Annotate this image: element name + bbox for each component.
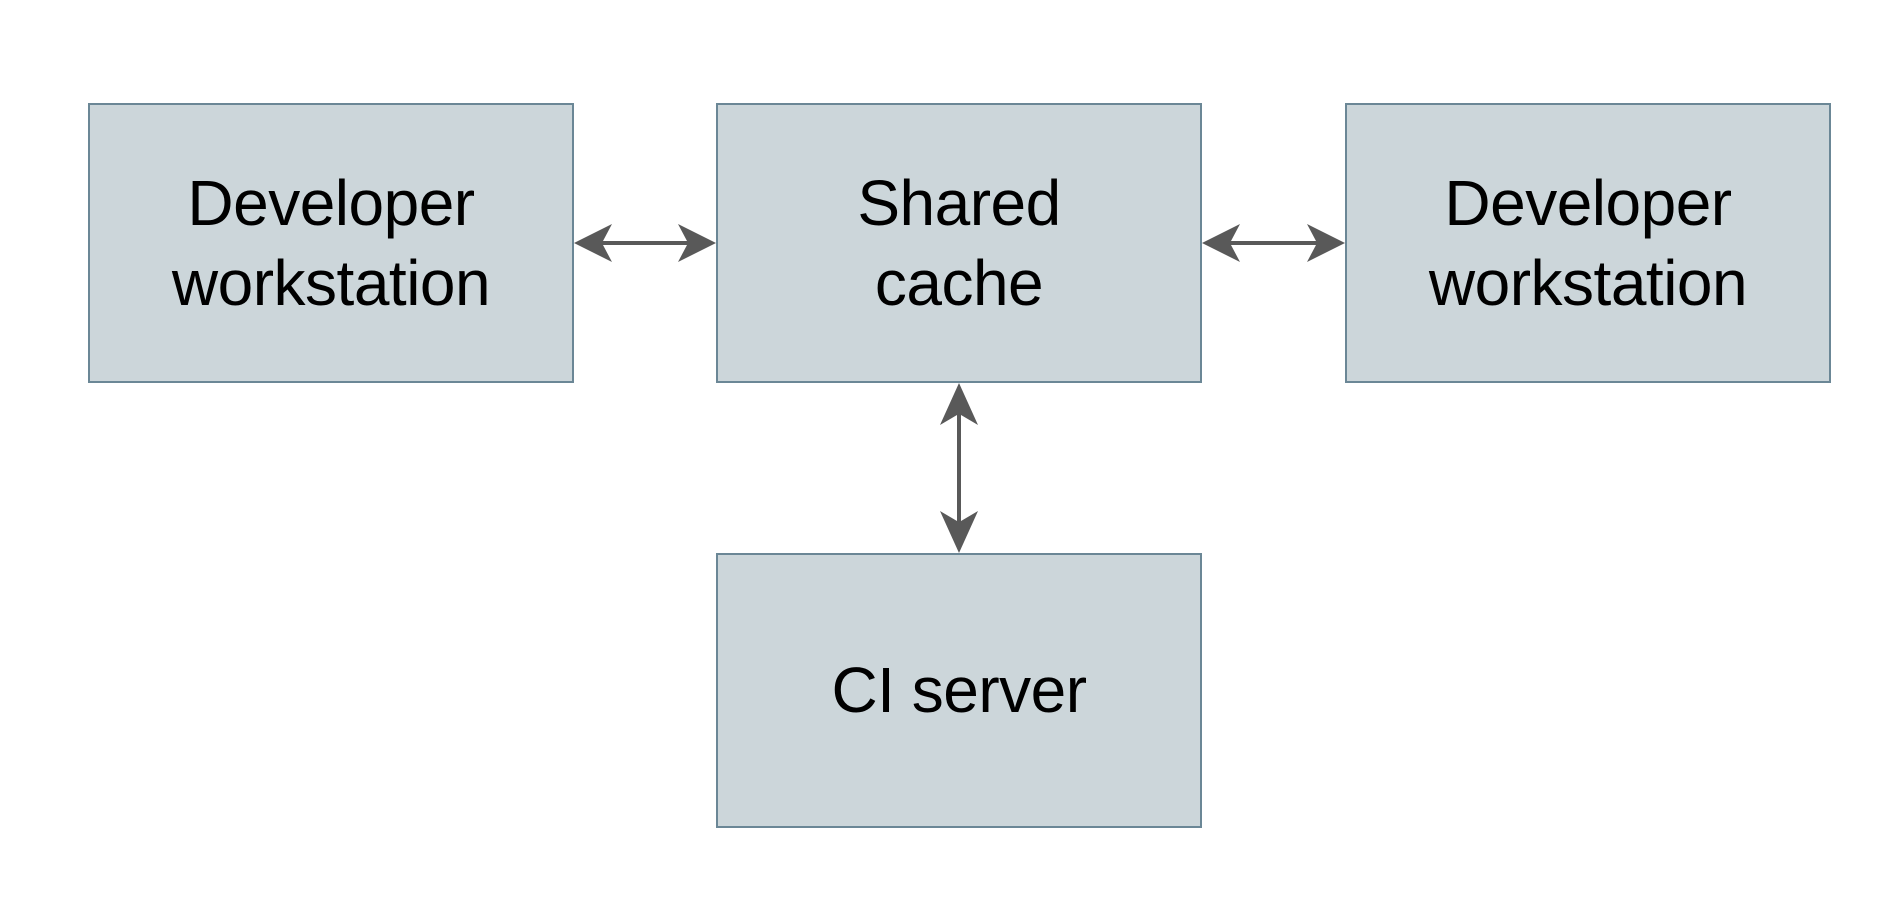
node-label-developer-workstation-left: Developer workstation bbox=[171, 167, 491, 319]
edge-cache-to-right-dev bbox=[1200, 213, 1347, 273]
node-developer-workstation-left[interactable]: Developer workstation bbox=[88, 103, 574, 383]
node-label-developer-workstation-right: Developer workstation bbox=[1428, 167, 1748, 319]
node-shared-cache[interactable]: Shared cache bbox=[716, 103, 1202, 383]
node-developer-workstation-right[interactable]: Developer workstation bbox=[1345, 103, 1831, 383]
arrow-double-headed-vertical bbox=[940, 383, 978, 553]
arrow-double-headed-horizontal bbox=[574, 224, 716, 262]
arrow-double-headed-horizontal bbox=[1202, 224, 1345, 262]
edge-cache-to-ci-server bbox=[929, 381, 989, 555]
edge-left-dev-to-cache bbox=[572, 213, 718, 273]
node-ci-server[interactable]: CI server bbox=[716, 553, 1202, 828]
node-label-shared-cache: Shared cache bbox=[857, 167, 1061, 319]
node-label-ci-server: CI server bbox=[831, 654, 1087, 727]
